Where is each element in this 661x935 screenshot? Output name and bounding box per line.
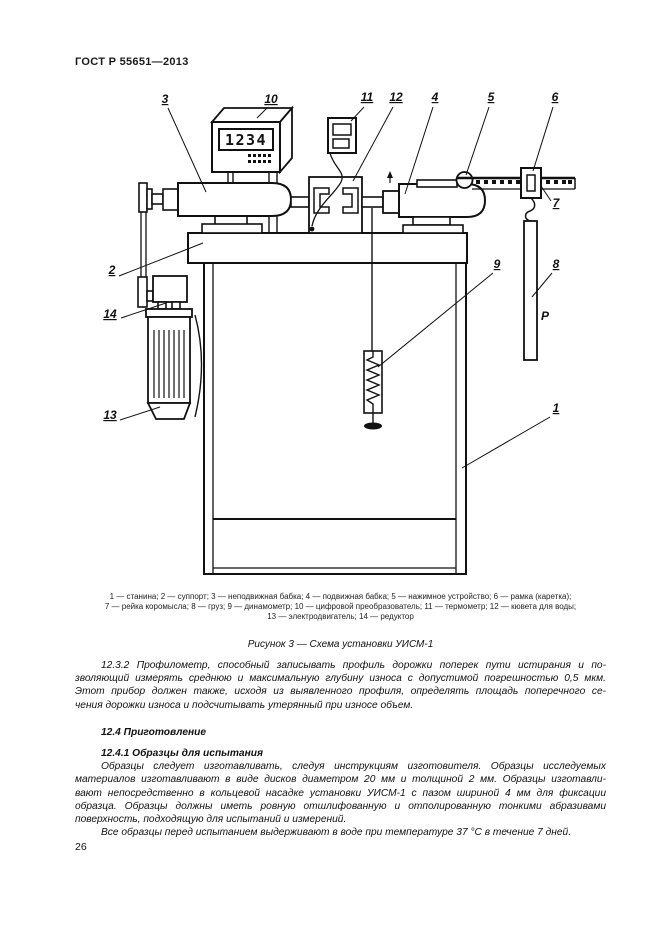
keypad-dot — [253, 160, 256, 163]
body-text: 12.3.2 Профилометр, способный записывать… — [75, 659, 606, 839]
figure-diagram: 1234 — [103, 90, 576, 575]
keypad-dot — [263, 154, 266, 157]
legend-line-2: 7 — рейка коромысла; 8 — груз; 9 — динам… — [104, 602, 577, 611]
callout-leader-11 — [350, 106, 365, 122]
callout-label-14: 14 — [103, 307, 117, 321]
callout-label-5: 5 — [488, 90, 495, 104]
pressing-roller — [455, 171, 474, 189]
legend-line-3: 13 — электродвигатель; 14 — редуктор — [267, 612, 414, 621]
figure-caption: Рисунок 3 — Схема установки УИСМ-1 — [247, 639, 434, 650]
belt-drive — [138, 182, 179, 277]
legend-line-1: 1 — станина; 2 — суппорт; 3 — неподвижна… — [109, 592, 572, 601]
keypad-dot — [258, 160, 261, 163]
movable-headstock — [382, 171, 487, 234]
keypad-dot — [268, 154, 271, 157]
keypad-dot — [248, 154, 251, 157]
keypad-dot — [258, 154, 261, 157]
rack-tooth — [500, 180, 504, 184]
callout-label-12: 12 — [389, 90, 403, 104]
keypad-dot — [268, 160, 271, 163]
machine-bed — [203, 261, 467, 575]
callout-leader-5 — [465, 106, 490, 176]
document-header: ГОСТ Р 55651—2013 — [75, 56, 189, 68]
callout-label-9: 9 — [494, 257, 501, 271]
water-cuvette — [290, 176, 384, 234]
digital-converter: 1234 — [210, 105, 294, 175]
motor-fins — [153, 330, 185, 398]
callout-leader-2 — [118, 242, 204, 277]
reducer — [137, 275, 188, 310]
keypad-dots — [248, 154, 271, 163]
keypad-dot — [253, 154, 256, 157]
callout-label-11: 11 — [361, 90, 374, 104]
dynamometer — [363, 208, 383, 430]
callout-label-7: 7 — [553, 196, 561, 210]
rack-tooth — [562, 180, 566, 184]
paragraph-line: поверхность, подходящую для испытаний и … — [75, 814, 347, 826]
callout-leader-10 — [256, 107, 268, 119]
paragraph-line: 12.3.2 Профилометр, способный записывать… — [101, 660, 606, 671]
callout-leader-13 — [119, 406, 161, 421]
callout-leader-4 — [404, 106, 434, 195]
callout-leader-14 — [120, 302, 167, 319]
rack-teeth — [476, 180, 572, 184]
paragraph-line: зволяющий измерять среднюю и максимальну… — [75, 673, 606, 685]
callout-label-10: 10 — [264, 92, 278, 106]
rack-tooth — [476, 180, 480, 184]
paragraph-line: вают непосредственно в кольцевой насадке… — [75, 787, 606, 799]
paragraph-line: Этот прибор должен также, исходя из выяв… — [75, 686, 606, 698]
electric-motor — [145, 308, 203, 420]
callout-leader-1 — [461, 416, 551, 469]
figure-legend: 1 — станина; 2 — суппорт; 3 — неподвижна… — [75, 592, 606, 622]
display-readout: 1234 — [225, 131, 267, 149]
thermometer — [309, 117, 357, 232]
rack-tooth — [484, 180, 488, 184]
rack-tooth — [492, 180, 496, 184]
callout-leader-12 — [352, 106, 394, 182]
rack-tooth — [554, 180, 558, 184]
callout-leader-3 — [167, 107, 207, 193]
rack-tooth — [508, 180, 512, 184]
paragraph-line: чения дорожки износа и подсчитывать утер… — [75, 699, 414, 711]
callout-leader-9 — [377, 272, 494, 368]
callout-label-3: 3 — [162, 92, 169, 106]
section-heading: 12.4.1 Образцы для испытания — [101, 748, 263, 760]
carriage-frame — [520, 167, 542, 222]
rack-tooth — [516, 180, 520, 184]
weight-label: P — [541, 309, 550, 323]
callout-leader-7 — [540, 185, 552, 202]
rack-tooth — [568, 180, 572, 184]
callout-leader-8 — [531, 272, 553, 298]
page-number: 26 — [75, 841, 87, 853]
callout-leader-6 — [532, 106, 554, 172]
keypad-dot — [248, 160, 251, 163]
lever-beam — [416, 171, 576, 190]
section-heading: 12.4 Приготовление — [101, 726, 207, 738]
callout-label-2: 2 — [108, 263, 116, 277]
paragraph-line: образца. Образцы должны иметь ровную отш… — [75, 800, 606, 812]
callout-label-1: 1 — [553, 401, 560, 415]
rack-tooth — [546, 180, 550, 184]
callout-label-4: 4 — [431, 90, 439, 104]
callout-label-8: 8 — [553, 257, 560, 271]
paragraph-line: материалов изготавливают в виде дисков д… — [75, 774, 606, 786]
fixed-headstock — [177, 172, 293, 234]
support-slab — [187, 232, 468, 264]
paragraph-line: Образцы следует изготавливать, следуя ин… — [101, 761, 606, 773]
callout-label-13: 13 — [103, 408, 117, 422]
callout-label-6: 6 — [552, 90, 559, 104]
paragraph-line: Все образцы перед испытанием выдерживают… — [101, 827, 572, 839]
up-arrow-icon — [387, 171, 393, 178]
keypad-dot — [263, 160, 266, 163]
